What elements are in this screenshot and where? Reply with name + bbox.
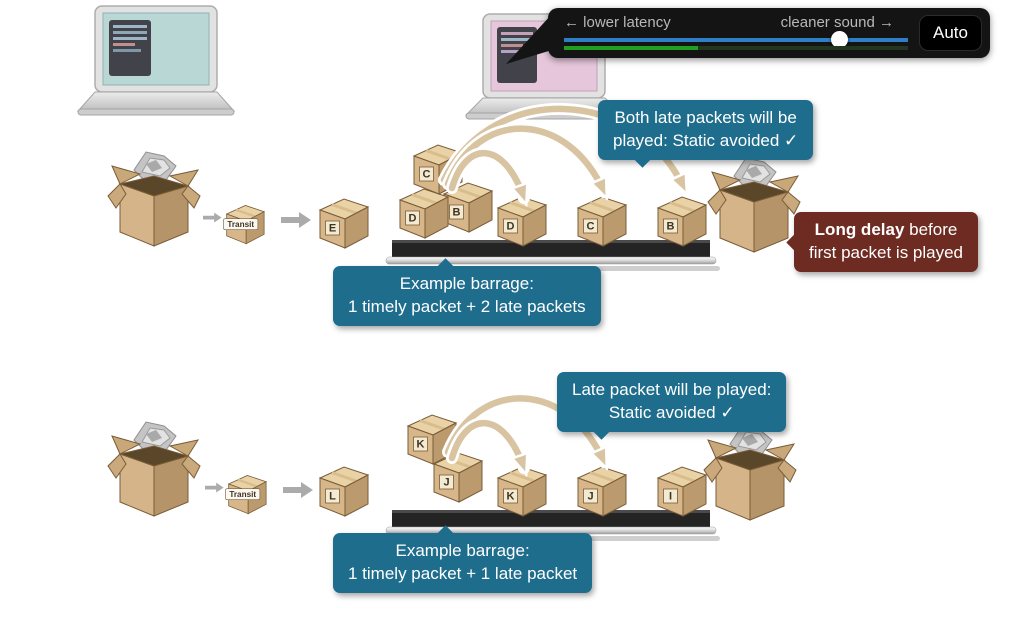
row1-incoming-letter: E: [329, 223, 336, 235]
row2-belt-box-3: I: [656, 465, 708, 518]
row1-cluster-box-top: C: [412, 143, 464, 196]
row2-belt-letter-3: I: [669, 491, 672, 503]
row1-cluster-box-right: B: [442, 181, 494, 234]
laptop-left: [76, 5, 236, 116]
row2-transit-label: Transit: [229, 490, 256, 499]
long-delay-bold: Long delay: [814, 220, 905, 239]
row2-cluster-letter-top: K: [417, 439, 425, 451]
row2-incoming-letter: L: [329, 491, 336, 503]
cleaner-sound-label: cleaner sound →: [780, 14, 894, 31]
long-delay-rest: before: [904, 220, 958, 239]
row1-transit-box: Transit: [223, 204, 266, 245]
row1-belt-box-3: B: [656, 195, 708, 248]
laptop-left-app-window: [109, 20, 151, 76]
callout-line: Example barrage:: [399, 274, 534, 293]
row1-cluster-letter-top: C: [423, 169, 431, 181]
row2-cluster-box-front: J: [432, 451, 484, 504]
callout-long-delay: Long delay before first packet is played: [786, 212, 979, 272]
row2-arrow-to-transit: [205, 482, 224, 493]
row1-belt-letter-3: B: [667, 221, 675, 233]
row2-cluster-box-top: K: [406, 413, 458, 466]
row2-belt-box-1: K: [496, 465, 548, 518]
row2-open-box-sink: [703, 425, 797, 521]
lower-latency-label: ← lower latency: [564, 14, 671, 31]
callout-line: first packet is played: [809, 242, 964, 262]
row2-belt-box-2: J: [576, 465, 628, 518]
latency-control-panel: ← lower latency cleaner sound → Auto: [506, 8, 990, 64]
row2-arrow-to-incoming: [283, 482, 313, 498]
row1-cluster-box-left: D: [398, 187, 450, 240]
callout-line: 1 timely packet + 1 late packet: [348, 563, 578, 583]
callout-both-late-packets: Both late packets will be played: Static…: [598, 100, 814, 168]
row2-belt-letter-1: K: [507, 491, 515, 503]
latency-slider-knob[interactable]: [831, 31, 848, 48]
auto-button[interactable]: Auto: [919, 15, 982, 51]
row1-belt-box-2: C: [576, 195, 628, 248]
row1-incoming-box: E: [318, 197, 370, 250]
row2-throw-arcs: [442, 392, 610, 468]
row1-transit-label: Transit: [227, 220, 254, 229]
callout-line: played: Static avoided ✓: [613, 130, 799, 150]
row1-cluster-letter-left: D: [409, 213, 417, 225]
row2-open-box-source: [107, 421, 201, 517]
row1-arrow-to-incoming: [281, 212, 311, 228]
row2-incoming-box: L: [318, 465, 370, 518]
row1-belt-letter-2: C: [587, 221, 595, 233]
latency-slider-track[interactable]: [564, 38, 908, 42]
callout-line: Example barrage:: [395, 541, 530, 560]
buffer-fill: [564, 46, 699, 50]
row2-cluster-letter-right: J: [443, 477, 449, 489]
row1-open-box-source: [107, 151, 201, 247]
buffer-bar: [564, 46, 908, 50]
row1-open-box-sink: [707, 157, 801, 253]
row1-belt-box-1: D: [496, 195, 548, 248]
callout-example-barrage-1: Example barrage: 1 timely packet + 2 lat…: [333, 258, 601, 326]
panel-tail: [506, 14, 552, 64]
callout-line: Both late packets will be: [614, 108, 797, 127]
callout-example-barrage-2: Example barrage: 1 timely packet + 1 lat…: [333, 525, 593, 593]
row2-transit-box: Transit: [225, 474, 268, 515]
row1-belt-letter-1: D: [507, 221, 515, 233]
callout-line: Late packet will be played:: [572, 380, 772, 399]
callout-line: Static avoided ✓: [608, 402, 735, 422]
callout-late-packet-played: Late packet will be played: Static avoid…: [557, 372, 787, 440]
row1-cluster-letter-right: B: [453, 207, 461, 219]
callout-line: 1 timely packet + 2 late packets: [348, 296, 586, 316]
row2-belt-letter-2: J: [587, 491, 593, 503]
row1-arrow-to-transit: [203, 212, 222, 223]
